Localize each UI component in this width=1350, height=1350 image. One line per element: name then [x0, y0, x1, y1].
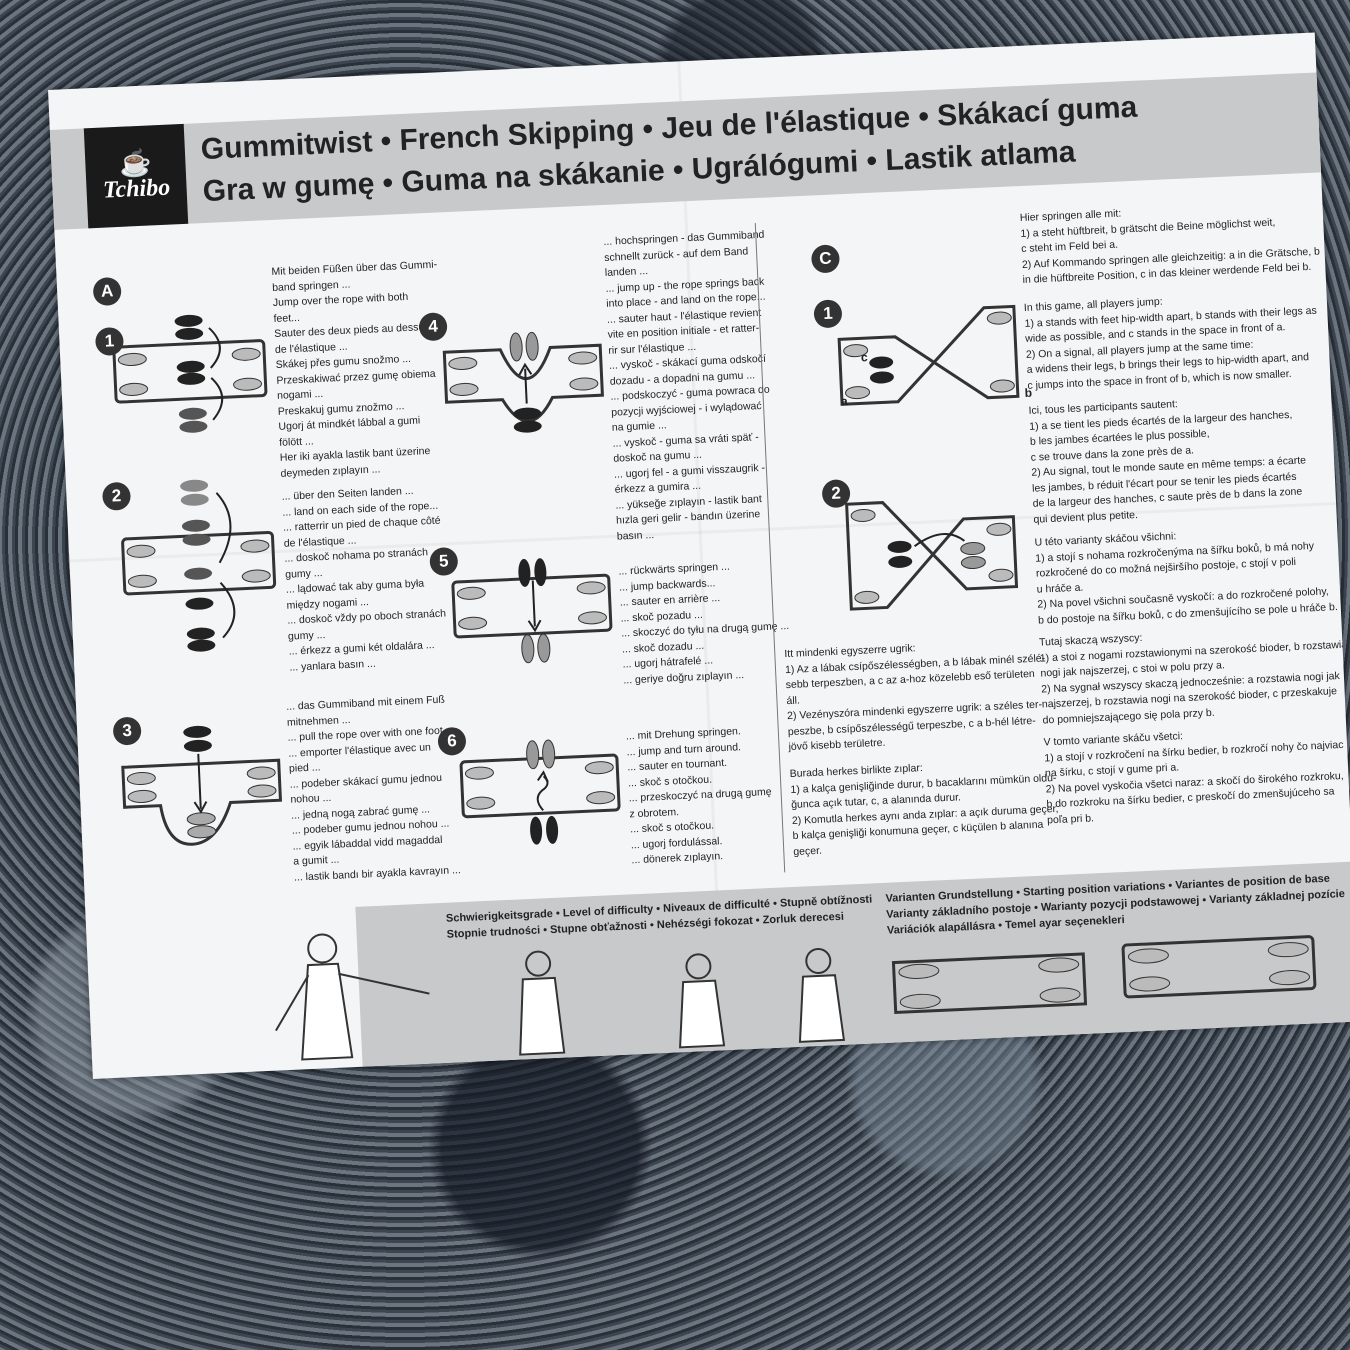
step-1-diagram [112, 314, 268, 433]
label-c: c [860, 350, 868, 365]
variation-diagram-narrow-ends [891, 952, 1088, 1015]
step-5-text: ... rückwärts springen ...... jump backw… [618, 560, 790, 687]
hungarian-text: Itt mindenki egyszerre ugrik:1) Az a láb… [784, 642, 1046, 754]
girl-figure-medium [519, 950, 566, 1056]
step-4-diagram [442, 331, 604, 433]
girl-figure-easy [275, 933, 430, 1061]
step-2-diagram [121, 479, 277, 652]
step-2-text: ... über den Seiten landen ...... land o… [281, 484, 447, 674]
coffee-cup-icon: ☕ [118, 146, 153, 179]
c-step-2-diagram [845, 501, 1019, 611]
czech-text: U této varianty skáčou všichni:1) a stoj… [1034, 530, 1339, 627]
slovak-text: V tomto variante skáču všetci:1) a stojí… [1043, 730, 1344, 826]
variation-diagram-rectangle [1121, 935, 1317, 999]
section-c-badge: C [810, 244, 841, 274]
girl-figure-expert [798, 947, 846, 1043]
step-6-text: ... mit Drehung springen.... jump and tu… [625, 725, 772, 867]
instruction-sheet: ☕ Tchibo Gummitwist • French Skipping • … [48, 32, 1350, 1079]
english-text: In this game, all players jump:1) a stan… [1023, 295, 1317, 392]
tchibo-logo: ☕ Tchibo [83, 123, 189, 229]
c-step-1-diagram [837, 304, 1020, 406]
step-5-diagram [451, 558, 613, 664]
girl-figure-hard [679, 953, 726, 1049]
turkish-text: Burada herkes birlikte zıplar:1) a kalça… [789, 762, 1059, 858]
french-text: Ici, tous les participants sautent:1) a … [1028, 398, 1307, 526]
step-3-diagram [121, 725, 283, 846]
german-text: Hier springen alle mit:1) a steht hüftbr… [1019, 207, 1321, 286]
label-a: a [840, 394, 848, 409]
step-6-diagram [459, 739, 621, 845]
section-a-badge: A [92, 276, 122, 307]
step-1-text: Mit beiden Füßen über das Gummi-band spr… [271, 258, 438, 480]
polish-text: Tutaj skaczą wszyscy:1) a stoi z nogami … [1038, 631, 1348, 727]
